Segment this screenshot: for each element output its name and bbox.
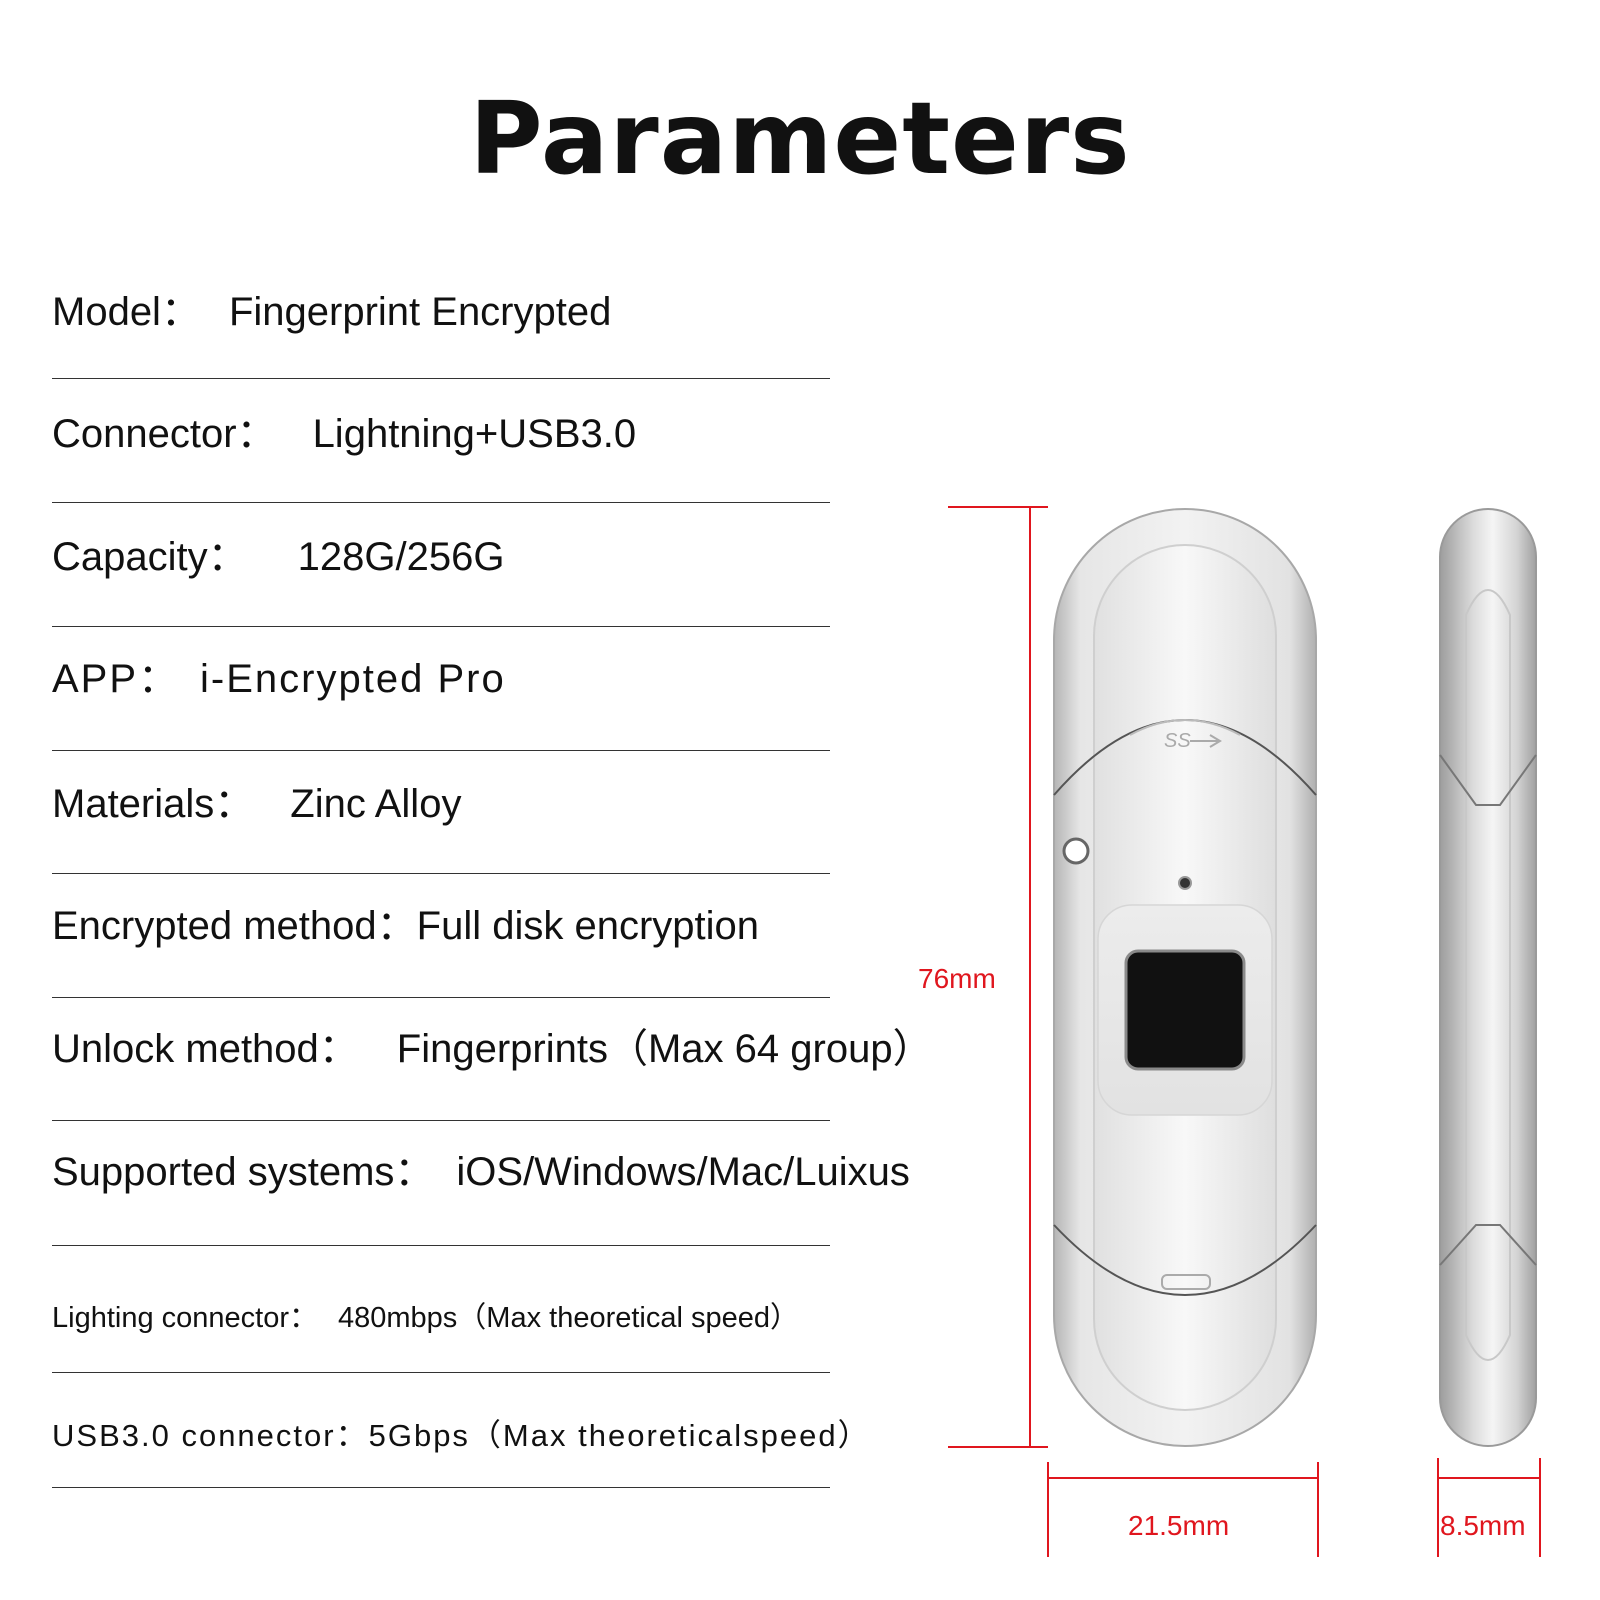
param-value: 480mbps（Max theoretical speed） [338, 1302, 800, 1334]
thickness-label: 8.5mm [1440, 1510, 1526, 1541]
param-value: 5Gbps（Max theoreticalspeed） [368, 1418, 871, 1453]
param-app: APP： i-Encrypted Pro [52, 655, 506, 703]
param-label: Model： [52, 290, 201, 334]
param-label: USB3.0 connector： [52, 1418, 369, 1453]
page-title: Parameters [469, 80, 1131, 197]
param-label: Capacity： [52, 535, 248, 579]
param-label: Encrypted method： [52, 904, 417, 948]
param-value: Fingerprint Encrypted [228, 290, 612, 334]
param-label: Unlock method： [52, 1027, 359, 1071]
lightning-slot-icon [1161, 1274, 1211, 1290]
param-label: APP： [52, 657, 181, 701]
param-value: Zinc Alloy [290, 782, 462, 826]
drive-side-view [1439, 508, 1537, 1447]
height-label: 76mm [918, 963, 996, 994]
param-unlock-method: Unlock method： Fingerprints（Max 64 group） [52, 1025, 933, 1073]
usb-trident-icon [1190, 734, 1222, 748]
divider [52, 626, 830, 627]
param-materials: Materials： Zinc Alloy [52, 780, 461, 828]
divider [52, 1487, 830, 1488]
divider [52, 1245, 830, 1246]
param-lighting-connector: Lighting connector： 480mbps（Max theoretic… [52, 1294, 799, 1342]
divider [52, 1372, 830, 1373]
divider [52, 502, 830, 503]
param-value: i-Encrypted Pro [200, 657, 506, 701]
side-seam-top [1439, 754, 1537, 806]
width-label: 21.5mm [1128, 1510, 1230, 1541]
param-model: Model： Fingerprint Encrypted [52, 288, 611, 336]
divider [52, 378, 830, 379]
param-value: Lightning+USB3.0 [312, 412, 637, 456]
param-label: Lighting connector： [52, 1302, 318, 1334]
lanyard-hole [1062, 837, 1090, 865]
param-value: Fingerprints（Max 64 group） [396, 1027, 933, 1071]
param-connector: Connector： Lightning+USB3.0 [52, 410, 636, 458]
divider [52, 1120, 830, 1121]
param-value: iOS/Windows/Mac/Luixus [456, 1150, 910, 1194]
param-usb3-connector: USB3.0 connector：5Gbps（Max theoreticalsp… [52, 1412, 871, 1460]
divider [52, 750, 830, 751]
param-label: Connector： [52, 412, 277, 456]
side-seam-bottom [1439, 1224, 1537, 1266]
led-indicator [1178, 876, 1192, 890]
param-value: Full disk encryption [416, 904, 760, 948]
swivel-arc-bottom [1053, 1224, 1317, 1296]
param-supported-systems: Supported systems： iOS/Windows/Mac/Luixus [52, 1148, 910, 1196]
usb-ss-logo: SS [1164, 730, 1191, 752]
param-capacity: Capacity： 128G/256G [52, 533, 504, 581]
param-encrypted-method: Encrypted method：Full disk encryption [52, 902, 759, 950]
side-body [1439, 508, 1537, 1447]
param-label: Materials： [52, 782, 255, 826]
param-label: Supported systems： [52, 1150, 435, 1194]
divider [52, 997, 830, 998]
fingerprint-sensor [1124, 949, 1246, 1071]
param-value: 128G/256G [297, 535, 505, 579]
divider [52, 873, 830, 874]
drive-front-view: SS [1053, 508, 1317, 1447]
